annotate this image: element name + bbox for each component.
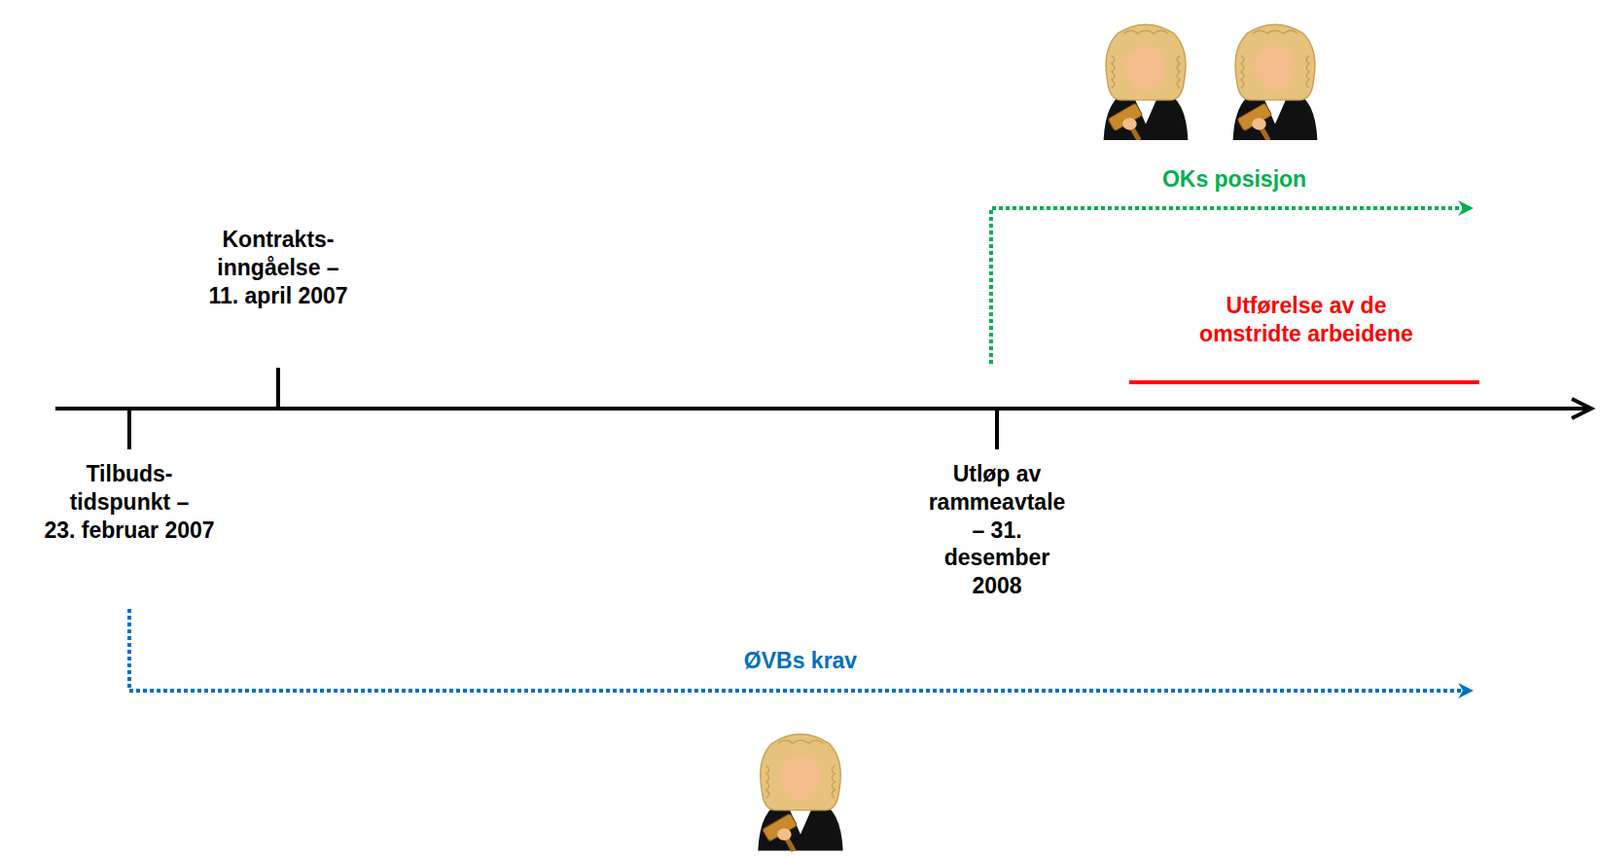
work-period-bar: [1129, 380, 1480, 385]
tick: [995, 408, 999, 450]
claim-label: ØVBs krav: [744, 646, 857, 676]
date-label: Utløp av rammeavtale – 31. desember 2008: [928, 460, 1067, 601]
date-label: Kontrakts- inngåelse – 11. april 2007: [208, 225, 348, 310]
tick: [127, 408, 132, 450]
position-arrow: [991, 208, 1471, 364]
judge-icon: [1233, 24, 1318, 149]
work-label: Utførelse av de omstridte arbeidene: [1199, 291, 1414, 349]
position-label: OKs posisjon: [1162, 165, 1307, 194]
judge-icon: [1103, 24, 1189, 149]
date-label: Tilbuds- tidspunkt – 23. februar 2007: [43, 460, 214, 544]
claim-arrow: [129, 608, 1471, 691]
judge-icon: [757, 734, 843, 857]
axis-arrowhead: [1571, 398, 1592, 419]
tick: [276, 367, 281, 409]
time-axis: [55, 406, 1588, 411]
